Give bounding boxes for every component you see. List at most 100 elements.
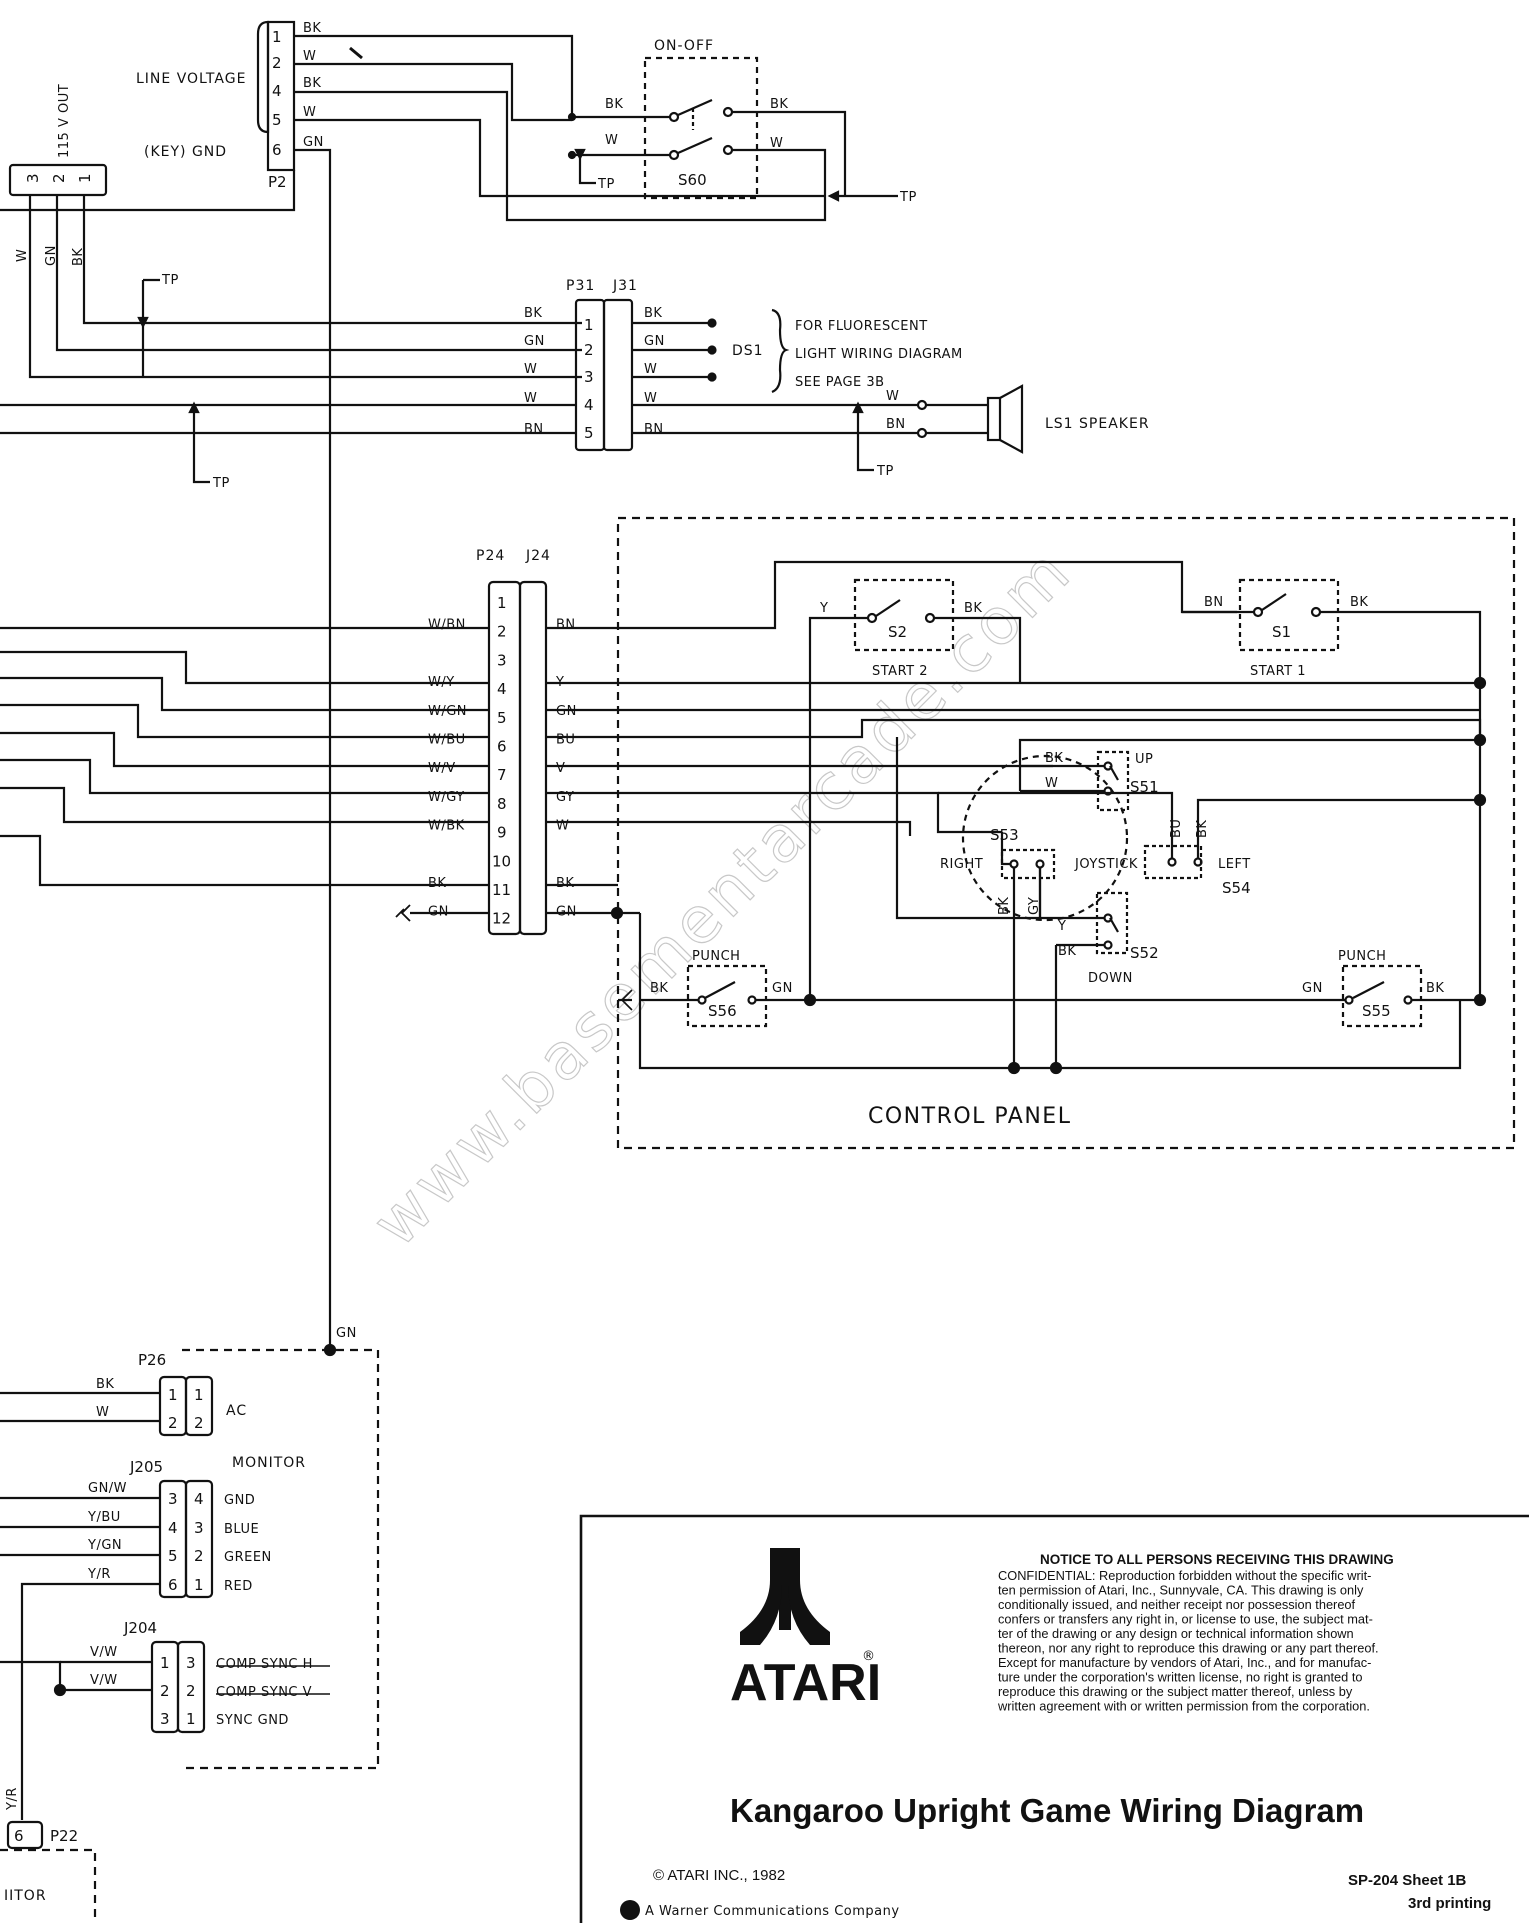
title-block: ATARI ® NOTICE TO ALL PERSONS RECEIVING … [579,1514,1529,1923]
j205-pin-l-4: 4 [168,1519,178,1537]
s51-wire-bk: BK [1045,751,1063,766]
p24-left-wire-7: W/V [428,761,456,776]
p26-wire-w: W [96,1405,109,1420]
s1-wire-bn: BN [1204,595,1224,610]
p31-left-wire-4: W [524,391,537,406]
ds1-note-1: FOR FLUORESCENT [795,319,928,334]
p31-pin-3: 3 [584,368,594,386]
atari-logo-icon [740,1548,830,1645]
s52-wire-y: Y [1057,919,1066,934]
diagram-title: Kangaroo Upright Game Wiring Diagram [730,1792,1364,1829]
j204-sync-overline [216,1665,330,1695]
watermark: www.basementarcade.com [359,534,1087,1262]
s51-wire-w: W [1045,776,1058,791]
s51-label: UP [1135,752,1153,767]
sheet-number: SP-204 Sheet 1B [1348,1872,1467,1889]
p2-wire-4: BK [303,76,321,91]
control-panel-label: CONTROL PANEL [868,1104,1071,1129]
notice-line-7: ture under the corporation's written lic… [998,1670,1363,1685]
tp-speaker: TP [876,464,894,479]
s54-ref: S54 [1222,879,1251,897]
p24-left-wire-11: BK [428,876,446,891]
p24-pin-7: 7 [497,766,507,784]
s53-wire-bk: BK [997,897,1012,915]
p24-pin-5: 5 [497,709,507,727]
j205-signal-3: RED [224,1579,253,1594]
p2-pin-5: 5 [272,111,282,129]
s60-in-w: W [605,133,618,148]
s1-label: START 1 [1250,664,1306,679]
j24-right-wire-9: W [556,819,569,834]
s2-wire-bk: BK [964,601,982,616]
j24-right-wire-5: GN [556,704,577,719]
s56-ref: S56 [708,1002,737,1020]
j205-pin-r-2: 2 [194,1547,204,1565]
s53-wire-gy: GY [1027,897,1042,915]
j31-right-wire-4: W [644,391,657,406]
j24-right-wire-6: BU [556,733,575,748]
key-gnd-label: (KEY) GND [144,144,227,160]
on-off-switch-s60: ON-OFF BK W BK W S60 TP TP [567,38,916,205]
j205-wire-line-3 [20,1582,160,1600]
power-in-wire-w: W [15,249,30,262]
p31-pin-1: 1 [584,316,594,334]
notice-line-2: conditionally issued, and neither receip… [998,1597,1356,1612]
p2-wire-5: W [303,105,316,120]
j204-wire-1: V/W [90,1673,118,1688]
j205-pin-l-6: 6 [168,1576,178,1594]
j31-right-wire-1: BK [644,306,662,321]
j205-signal-2: GREEN [224,1550,272,1565]
p26-pin-l-2: 2 [168,1414,178,1432]
s56-wire-bk: BK [650,981,668,996]
copyright: © ATARI INC., 1982 [653,1867,785,1884]
p2-label: P2 [268,173,287,191]
s60-ref: S60 [678,171,707,189]
p24-pin-12: 12 [492,910,511,928]
p31-label: P31 [566,278,595,294]
monitor-gn-wire: GN [336,1326,357,1341]
j24-label: J24 [525,548,551,564]
j205-signal-0: GND [224,1493,255,1508]
atari-registered-mark: ® [862,1649,876,1664]
joystick-label: JOYSTICK [1074,857,1138,872]
s56-wire-gn: GN [772,981,793,996]
p24-left-wire-2: W/BN [428,618,466,633]
notice-line-0: CONFIDENTIAL: Reproduction forbidden wit… [998,1568,1371,1583]
on-off-label: ON-OFF [654,38,714,54]
j205-pin-r-3: 3 [194,1519,204,1537]
j31-right-wire-5: BN [644,422,664,437]
j205-pin-r-4: 4 [194,1490,204,1508]
j205-ref: J205 [129,1458,163,1476]
s53-label: RIGHT [940,857,983,872]
tp-p31-left: TP [212,476,230,491]
ds1-label: DS1 [732,343,764,359]
p22-ref: P22 [50,1827,78,1845]
p24-pin-8: 8 [497,795,507,813]
monitor-label: MONITOR [232,1455,306,1471]
j204-pin-l-3: 3 [160,1710,170,1728]
p24-left-wire-5: W/GN [428,704,467,719]
j205-pin-l-5: 5 [168,1547,178,1565]
s52-wire-bk: BK [1058,944,1076,959]
power-in-pin-2: 2 [50,173,68,183]
line-voltage-label: LINE VOLTAGE [136,71,246,87]
p31-left-wire-3: W [524,362,537,377]
j204-signal-1: COMP SYNC V [216,1685,312,1700]
speaker-label: LS1 SPEAKER [1045,416,1150,432]
p26-pin-l-1: 1 [168,1386,178,1404]
s1-wire-bk: BK [1350,595,1368,610]
s55-wire-gn: GN [1302,981,1323,996]
j205-wire-3: Y/R [87,1567,111,1582]
p31-pin-5: 5 [584,424,594,442]
s2-ref: S2 [888,623,907,641]
j205-wire-0: GN/W [88,1481,127,1496]
p22-wire: Y/R [5,1787,20,1811]
s55-label: PUNCH [1338,949,1386,964]
p24-left-wire-9: W/BK [428,819,465,834]
s52-ref: S52 [1130,944,1159,962]
tp-s60: TP [597,177,615,192]
s55-ref: S55 [1362,1002,1391,1020]
